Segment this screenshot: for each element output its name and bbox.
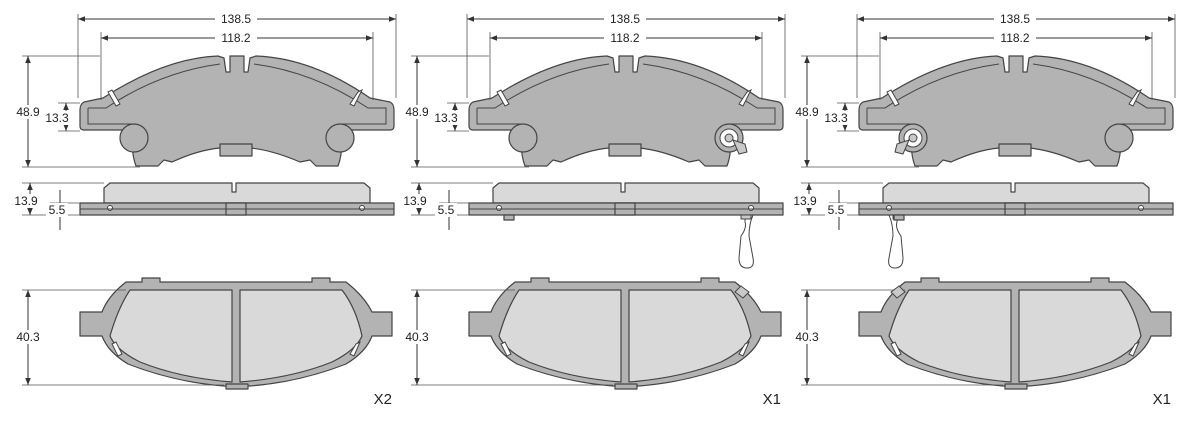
sensor-tab-top	[732, 139, 748, 155]
dim-ear-height-label: 13.3	[434, 111, 458, 125]
quantity-label: X1	[1153, 391, 1171, 408]
dimensions-column-1: 138.5 118.2 48.9 13.3 13.9 5.5 40.3X2	[11, 11, 397, 408]
pad-column-3	[858, 55, 1174, 390]
label-bg	[825, 203, 847, 217]
label-bg	[46, 203, 68, 217]
label-bg	[401, 105, 433, 119]
dim-height-label: 48.9	[795, 105, 819, 119]
dimension-layer: 138.5 118.2 48.9 13.3 13.9 5.5 40.3X2 138.5 118.…	[11, 11, 1176, 408]
label-bg	[790, 194, 820, 208]
wear-sensor-right	[719, 128, 754, 299]
label-bg	[12, 330, 44, 344]
sensor-spring-clip	[738, 214, 754, 269]
dim-overall-width-label: 138.5	[1000, 12, 1030, 26]
dim-inner-width-label: 118.2	[610, 31, 639, 45]
sensor-spring-clip	[888, 214, 904, 269]
sensor-pivot-core	[724, 133, 734, 143]
pad-column-1	[79, 55, 395, 390]
friction-face-view	[79, 277, 393, 390]
quantity-label: X2	[374, 391, 392, 408]
backing-plate-top-view	[79, 55, 395, 167]
label-bg	[791, 330, 823, 344]
dim-plate-thickness-label: 5.5	[438, 203, 455, 217]
dim-overall-width-label: 138.5	[610, 12, 640, 26]
dim-friction-height-label: 40.3	[795, 330, 819, 344]
label-bg	[400, 194, 430, 208]
dim-ear-height-label: 13.3	[824, 111, 848, 125]
label-bg	[12, 105, 44, 119]
side-view	[468, 182, 784, 216]
side-view-clip-tab	[893, 214, 905, 221]
friction-face-view	[468, 277, 782, 390]
backing-plate-top-view	[858, 55, 1174, 167]
side-view-clip-tab	[503, 214, 515, 221]
dimensions-column-2: 138.5 118.2 48.9 13.3 13.9 5.5 40.3X1	[400, 11, 786, 408]
label-bg	[604, 30, 646, 44]
side-view	[79, 182, 395, 216]
sensor-tab-face	[890, 285, 906, 299]
label-bg	[44, 111, 70, 125]
label-bg	[791, 105, 823, 119]
sensor-clip-base	[740, 214, 752, 220]
backing-plate-top-view	[468, 55, 784, 167]
label-bg	[604, 11, 646, 25]
dim-plate-thickness-label: 5.5	[828, 203, 845, 217]
sensor-tab-face	[734, 285, 750, 299]
dim-height-label: 48.9	[405, 105, 429, 119]
label-bg	[994, 11, 1036, 25]
dim-friction-height-label: 40.3	[16, 330, 40, 344]
dimensions-column-3: 138.5 118.2 48.9 13.3 13.9 5.5 40.3X1	[790, 11, 1176, 408]
dim-inner-width-label: 118.2	[1000, 31, 1029, 45]
label-bg	[11, 194, 41, 208]
label-bg	[401, 330, 433, 344]
dim-total-thickness-label: 13.9	[14, 194, 38, 208]
sensor-tab-top	[894, 139, 910, 155]
label-bg	[435, 203, 457, 217]
label-bg	[433, 111, 459, 125]
label-bg	[823, 111, 849, 125]
friction-face-view	[858, 277, 1172, 390]
quantity-label: X1	[763, 391, 781, 408]
dim-height-label: 48.9	[16, 105, 40, 119]
sensor-layer	[503, 128, 923, 299]
dim-friction-height-label: 40.3	[405, 330, 429, 344]
dim-total-thickness-label: 13.9	[403, 194, 427, 208]
dim-total-thickness-label: 13.9	[793, 194, 817, 208]
sensor-pivot-core	[908, 133, 918, 143]
label-bg	[994, 30, 1036, 44]
dim-plate-thickness-label: 5.5	[49, 203, 66, 217]
dim-ear-height-label: 13.3	[45, 111, 69, 125]
side-view	[858, 182, 1174, 216]
label-bg	[215, 30, 257, 44]
dim-overall-width-label: 138.5	[221, 12, 251, 26]
dim-inner-width-label: 118.2	[221, 31, 250, 45]
label-bg	[215, 11, 257, 25]
pad-column-2	[468, 55, 784, 390]
